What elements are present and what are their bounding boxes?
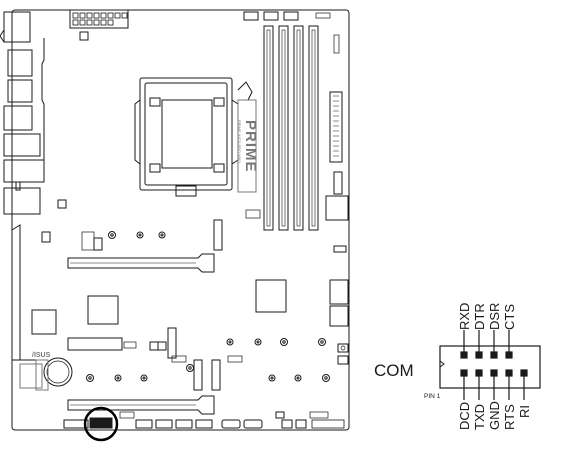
cmos-battery bbox=[43, 357, 73, 387]
model-text: PRIME X870-PRO WIFI bbox=[237, 120, 242, 163]
label-cts: CTS bbox=[502, 304, 517, 330]
chipset-heatsink bbox=[255, 279, 287, 313]
logo-text: /ISUS bbox=[32, 352, 51, 359]
cpu-power-connector bbox=[69, 9, 129, 29]
label-dtr: DTR bbox=[472, 303, 487, 330]
pin-txd bbox=[475, 369, 483, 377]
board-outline bbox=[11, 9, 350, 431]
com-header-highlight bbox=[83, 406, 119, 442]
pcie-slot-bottom bbox=[67, 395, 215, 415]
dimm-slots bbox=[263, 25, 319, 231]
brand-panel bbox=[237, 99, 257, 193]
header-outline bbox=[439, 345, 541, 389]
rear-io-stack bbox=[0, 11, 45, 215]
label-dsr: DSR bbox=[487, 303, 502, 330]
pin-dtr bbox=[475, 351, 483, 359]
atx-power-connector bbox=[329, 91, 343, 163]
label-rxd: RXD bbox=[457, 303, 472, 330]
label-txd: TXD bbox=[472, 404, 487, 430]
brand-text: PRIME bbox=[242, 120, 259, 173]
pin-dcd bbox=[460, 369, 468, 377]
cpu-socket bbox=[134, 77, 253, 197]
com-pinout: COM PIN 1 RXD DTR DSR CTS DCD TXD G bbox=[374, 303, 541, 430]
label-gnd: GND bbox=[487, 401, 502, 430]
pin-ri bbox=[520, 369, 528, 377]
label-dcd: DCD bbox=[457, 402, 472, 430]
pin-rts bbox=[505, 369, 513, 377]
m2-standoffs bbox=[86, 231, 330, 382]
label-rts: RTS bbox=[502, 404, 517, 430]
pin-rxd bbox=[460, 351, 468, 359]
label-ri: RI bbox=[517, 405, 532, 418]
pin-dsr bbox=[490, 351, 498, 359]
com-header-on-board bbox=[89, 417, 113, 429]
connector-name: COM bbox=[374, 361, 414, 380]
fan-header bbox=[243, 11, 259, 21]
pin-gnd bbox=[490, 369, 498, 377]
pin-cts bbox=[505, 351, 513, 359]
vrm-edge bbox=[41, 38, 45, 160]
pcie-slot-top bbox=[67, 253, 215, 273]
pin1-label: PIN 1 bbox=[424, 393, 441, 400]
